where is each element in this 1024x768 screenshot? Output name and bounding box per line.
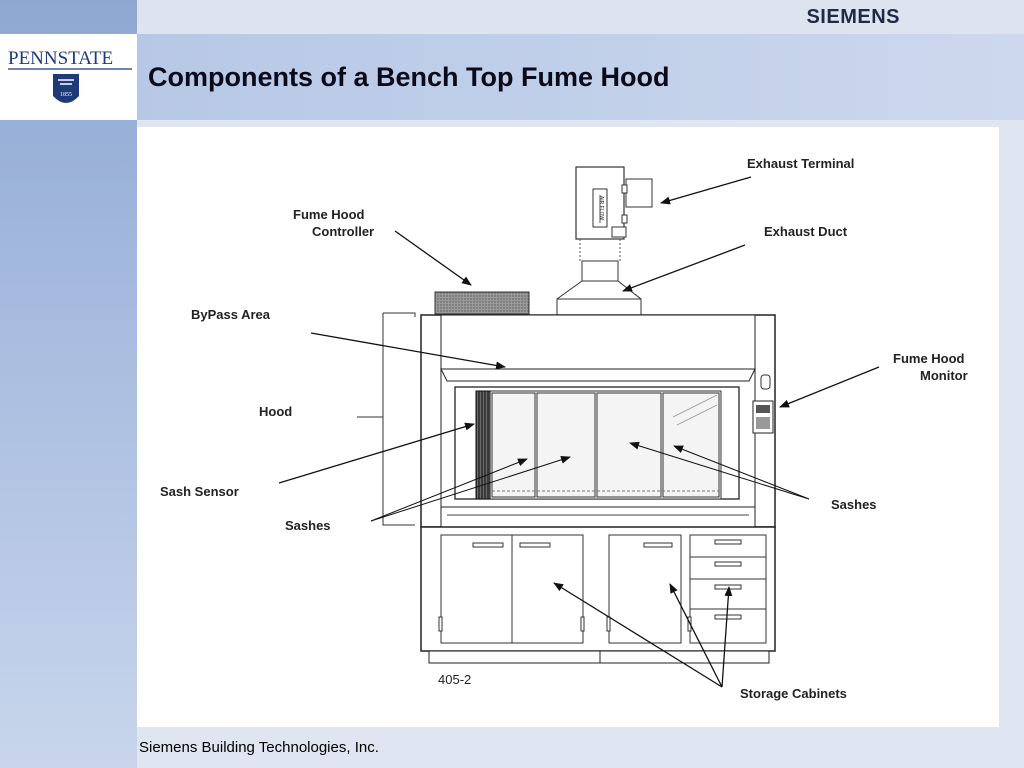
label-monitor-line2: Monitor [920,368,968,383]
label-exhaust-terminal: Exhaust Terminal [747,156,854,171]
label-controller-line2: Controller [312,224,374,239]
storage-cabinets [420,526,776,664]
bypass-area [440,314,756,370]
label-bypass-area: ByPass Area [191,307,271,322]
footer-text: Siemens Building Technologies, Inc. [139,739,379,756]
pennstate-logo-graphic: PENNSTATE 1855 [8,48,132,103]
sash-sensor [475,390,491,500]
airflow-label: AIR FLOW [598,196,604,220]
figure-number: 405-2 [438,672,471,687]
label-controller-line1: Fume Hood [293,207,365,222]
exhaust-terminal: AIR FLOW [575,166,653,240]
pennstate-wordmark: PENNSTATE [8,48,113,69]
label-monitor-line1: Fume Hood [893,351,965,366]
leader-lines [278,176,880,688]
label-storage-cabinets: Storage Cabinets [740,686,847,701]
fume-hood-diagram: AIR FLOW [160,156,968,701]
diagram-panel: AIR FLOW [137,127,999,727]
label-sash-sensor: Sash Sensor [160,484,239,499]
top-bar: SIEMENS [137,0,1024,34]
logo-year: 1855 [60,92,72,98]
label-sashes-right: Sashes [831,497,877,512]
fume-hood-controller [434,291,530,315]
shield-icon [53,74,79,103]
hood-bracket [357,312,416,526]
siemens-logo-text: SIEMENS [806,6,900,28]
label-exhaust-duct: Exhaust Duct [764,224,848,239]
page-title: Components of a Bench Top Fume Hood [148,62,670,92]
label-hood: Hood [259,404,292,419]
title-band [137,34,1024,120]
hood-body [420,314,776,528]
label-sashes-left: Sashes [285,518,331,533]
pennstate-logo: PENNSTATE 1855 [0,34,137,120]
exhaust-duct [556,239,642,316]
sash-panels [491,392,720,498]
left-decorative-strip [0,0,137,768]
